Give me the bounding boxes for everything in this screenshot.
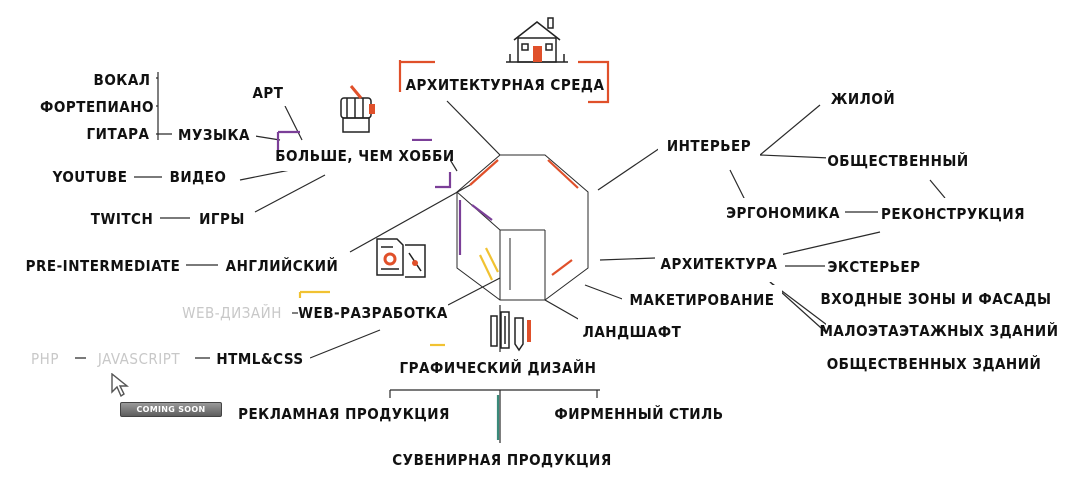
web-document-gear-icon bbox=[376, 238, 426, 278]
node-english[interactable]: АНГЛИЙСКИЙ bbox=[218, 252, 346, 280]
node-art[interactable]: АРТ bbox=[240, 80, 296, 106]
node-pre-intermediate[interactable]: PRE-INTERMEDIATE bbox=[20, 252, 186, 280]
coming-soon-badge: COMING SOON bbox=[120, 402, 222, 417]
mouse-cursor-icon bbox=[111, 372, 129, 398]
node-modeling[interactable]: МАКЕТИРОВАНИЕ bbox=[622, 285, 782, 315]
node-more-than-hobby[interactable]: БОЛЬШЕ, ЧЕМ ХОББИ bbox=[275, 141, 454, 171]
house-icon bbox=[506, 17, 568, 63]
node-arch-env[interactable]: АРХИТЕКТУРНАЯ СРЕДА bbox=[405, 70, 605, 100]
node-public[interactable]: ОБЩЕСТВЕННЫЙ bbox=[826, 146, 970, 176]
node-exterior[interactable]: ЭКСТЕРЬЕР bbox=[826, 252, 922, 282]
node-entrance-facades[interactable]: ВХОДНЫЕ ЗОНЫ И ФАСАДЫ bbox=[820, 284, 1051, 314]
node-advertising[interactable]: РЕКЛАМНАЯ ПРОДУКЦИЯ bbox=[238, 398, 449, 430]
node-piano[interactable]: ФОРТЕПИАНО bbox=[38, 95, 156, 119]
node-architecture[interactable]: АРХИТЕКТУРА bbox=[655, 246, 783, 282]
node-games[interactable]: ИГРЫ bbox=[190, 206, 254, 232]
node-music[interactable]: МУЗЫКА bbox=[172, 122, 256, 148]
raised-fist-brush-icon bbox=[340, 85, 375, 133]
node-ergonomics[interactable]: ЭРГОНОМИКА bbox=[722, 198, 844, 228]
node-souvenir[interactable]: СУВЕНИРНАЯ ПРОДУКЦИЯ bbox=[392, 443, 611, 477]
node-residential[interactable]: ЖИЛОЙ bbox=[822, 84, 904, 114]
node-twitch[interactable]: TWITCH bbox=[84, 206, 160, 232]
node-html-css[interactable]: HTML&CSS bbox=[210, 345, 310, 373]
node-guitar[interactable]: ГИТАРА bbox=[80, 122, 156, 146]
node-graphic-design[interactable]: ГРАФИЧЕСКИЙ ДИЗАЙН bbox=[396, 352, 600, 384]
pen-tools-icon bbox=[490, 311, 531, 352]
node-youtube[interactable]: YOUTUBE bbox=[46, 164, 134, 190]
node-low-rise[interactable]: МАЛОЭТАЭТАЖНЫХ ЗДАНИЙ bbox=[820, 316, 1058, 346]
node-reconstruction[interactable]: РЕКОНСТРУКЦИЯ bbox=[878, 198, 1028, 230]
node-public-buildings[interactable]: ОБЩЕСТВЕННЫХ ЗДАНИЙ bbox=[827, 348, 1041, 380]
node-vocal[interactable]: ВОКАЛ bbox=[88, 68, 156, 92]
node-web-design[interactable]: WEB-ДИЗАЙН bbox=[172, 300, 292, 326]
node-php[interactable]: PHP bbox=[16, 345, 74, 373]
node-video[interactable]: ВИДЕО bbox=[162, 164, 234, 190]
node-landscape[interactable]: ЛАНДШАФТ bbox=[578, 318, 686, 346]
node-web-dev[interactable]: WEB-РАЗРАБОТКА bbox=[298, 298, 448, 328]
node-brand-style[interactable]: ФИРМЕННЫЙ СТИЛЬ bbox=[548, 398, 730, 430]
node-interior[interactable]: ИНТЕРЬЕР bbox=[658, 130, 760, 162]
node-javascript[interactable]: JAVASCRIPT bbox=[86, 345, 192, 373]
